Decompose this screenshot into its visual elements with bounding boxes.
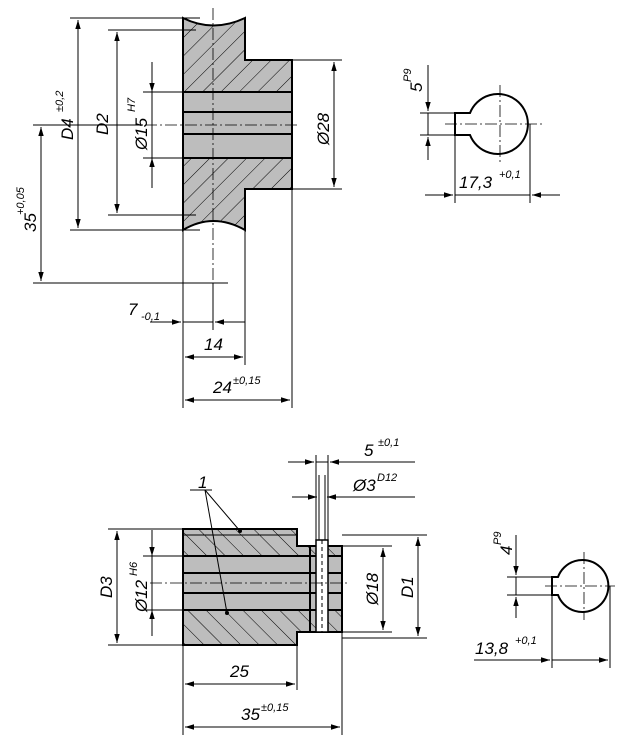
dim-35-tol: ±0,15 [261,702,289,714]
top-gear-upper [182,16,293,93]
bottom-dimensions: 1 5 ±0,1 Ø3 D12 D3 Ø12 H6 [97,437,427,735]
dim-bottom-bore: Ø12 [132,579,151,613]
dim-25: 25 [229,662,249,681]
top-keyway-profile [454,93,529,155]
dim-18: Ø18 [363,572,382,606]
dim-d4: D4 [58,118,77,140]
dim-d3: D3 [97,576,116,598]
bottom-section-view [150,528,350,646]
dim-top-bore-tol: H7 [126,97,138,112]
bottom-keyway-profile [551,559,610,613]
label-1: 1 [198,473,207,492]
top-gear-lower [182,157,293,232]
dim-5: 5 [364,441,374,460]
top-keyway-width-tol: P9 [402,69,414,82]
bottom-gear-lower [182,609,311,646]
bottom-keyway-width-tol: P9 [492,532,504,545]
dim-14: 14 [204,335,223,354]
top-keyway-width: 5 [407,82,426,92]
bottom-keyway-depth: 13,8 [475,639,509,658]
bottom-gear-upper [182,528,311,557]
dim-bottom-bore-tol: H6 [128,561,140,576]
top-keyway-slot [182,111,293,135]
top-dimensions: D4 ±0,2 D2 Ø15 H7 Ø28 35 +0,05 7 [15,17,342,408]
dim-24-tol: ±0,15 [233,375,261,387]
bottom-keyway-detail: 4 P9 13,8 +0,1 [474,532,615,668]
dim-d2: D2 [93,113,112,135]
dim-35: 35 [241,705,260,724]
dim-height: 35 [21,213,40,232]
dim-d4-tol: ±0,2 [54,91,66,112]
dim-7-tol: -0,1 [141,311,160,323]
dim-24: 24 [212,378,232,397]
dim-d1: D1 [398,576,417,598]
dim-top-bore: Ø15 [132,117,151,151]
dim-hub: Ø28 [314,112,333,146]
dim-7: 7 [128,300,138,319]
top-keyway-depth: 17,3 [459,173,493,192]
dim-hole-tol: D12 [377,472,397,484]
dim-5-tol: ±0,1 [378,437,399,449]
top-keyway-detail: 5 P9 17,3 +0,1 [402,65,560,203]
bottom-keyway-depth-tol: +0,1 [515,635,537,647]
dim-height-tol: +0,05 [15,186,27,215]
top-section-view [145,8,300,330]
dim-hole: Ø3 [352,476,376,495]
bottom-keyway-width: 4 [497,546,516,555]
top-keyway-depth-tol: +0,1 [499,169,521,181]
